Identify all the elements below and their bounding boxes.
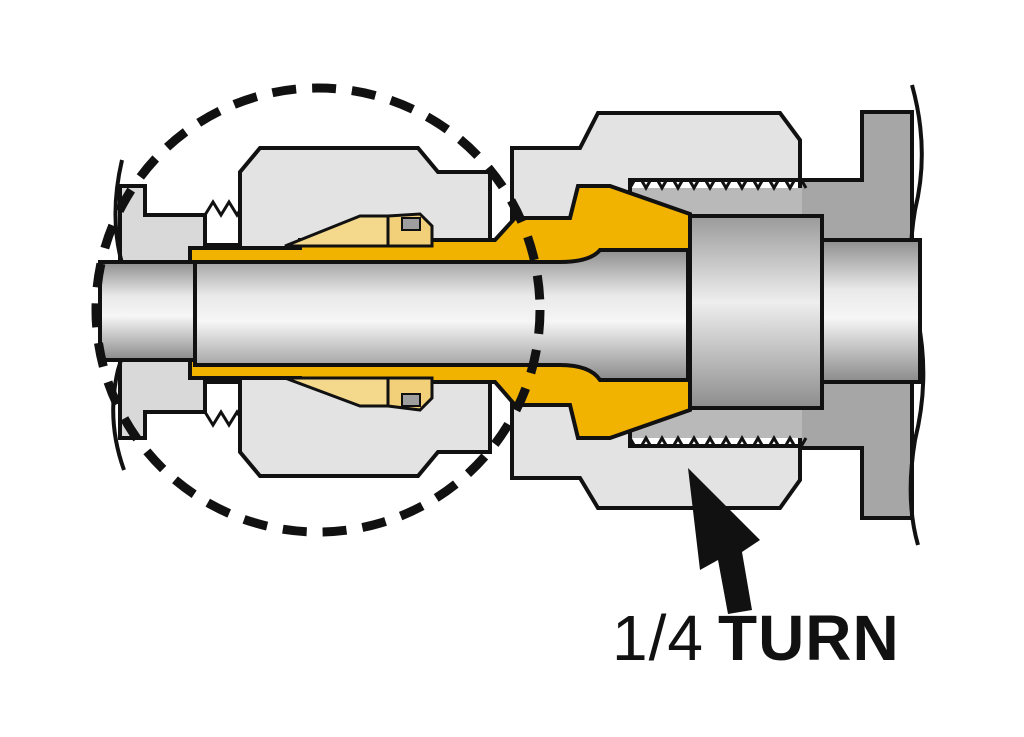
- turn-fraction: 1/4: [612, 602, 704, 674]
- ferrules: [284, 212, 434, 412]
- detail-circle: [91, 83, 545, 537]
- turn-word: TURN: [717, 602, 900, 674]
- body-tube: [686, 214, 922, 410]
- arrow-icon: [688, 468, 760, 614]
- tube: [98, 248, 690, 382]
